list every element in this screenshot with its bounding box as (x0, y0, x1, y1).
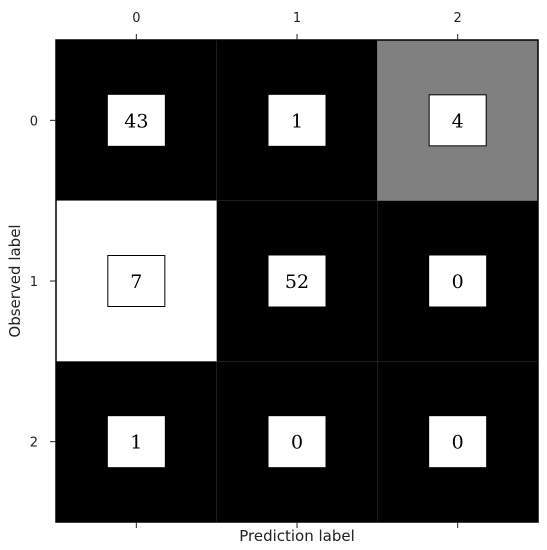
cell-value-2-1: 0 (291, 432, 303, 454)
y-tick-label-2: 2 (30, 436, 38, 451)
cell-value-labels: 43 1 4 7 52 0 1 0 0 (107, 94, 487, 468)
cell-value-box-1-0 (107, 255, 166, 307)
x-axis-ticks: 0 1 2 (132, 11, 462, 528)
cell-value-box-0-0 (107, 94, 165, 146)
cell-value-box-1-2 (429, 255, 487, 307)
x-tick-label-2: 2 (454, 11, 462, 26)
cell-value-0-2: 4 (452, 110, 464, 132)
cell-value-box-2-1 (268, 416, 326, 468)
cell-value-box-0-1 (268, 94, 326, 146)
cell-value-0-0: 43 (124, 110, 148, 132)
cell-value-1-2: 0 (452, 271, 464, 293)
y-tick-label-1: 1 (30, 275, 38, 290)
cell-value-0-1: 1 (291, 110, 303, 132)
cell-value-box-2-2 (429, 416, 487, 468)
cell-value-box-1-1 (268, 255, 326, 307)
cell-value-2-2: 0 (452, 432, 464, 454)
cell-value-box-0-2 (428, 94, 487, 147)
x-tick-label-0: 0 (132, 11, 140, 26)
cell-value-1-1: 52 (285, 271, 309, 293)
y-axis-label: Observed label (6, 224, 24, 337)
x-axis-label: Prediction label (239, 527, 355, 545)
y-axis-ticks: 0 1 2 (30, 114, 56, 451)
cell-value-box-2-0 (107, 416, 165, 468)
cell-value-2-0: 1 (130, 432, 142, 454)
x-tick-label-1: 1 (293, 11, 301, 26)
y-tick-label-0: 0 (30, 114, 38, 129)
cell-value-1-0: 7 (130, 271, 142, 293)
